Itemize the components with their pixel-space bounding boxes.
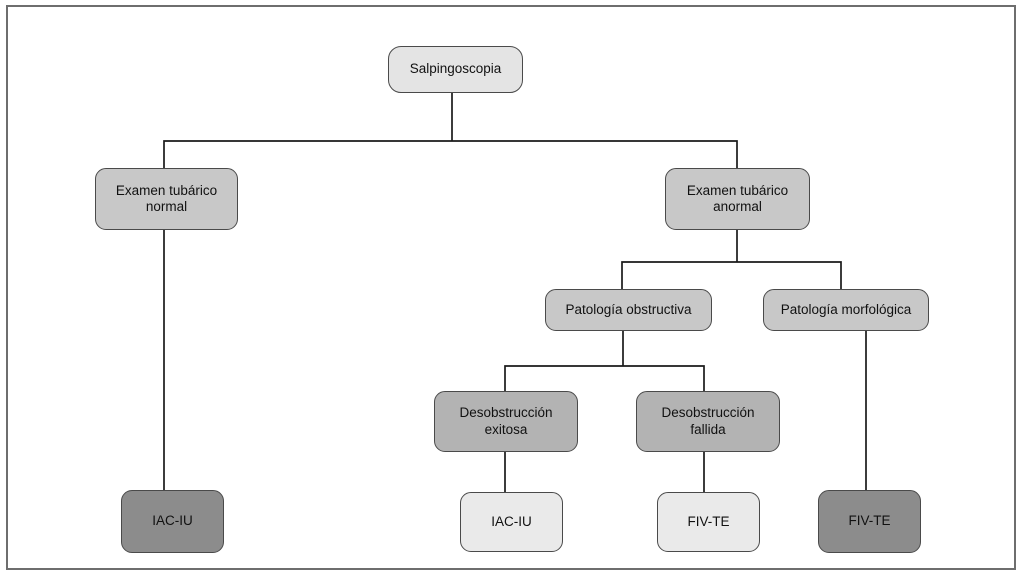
node-fiv-te-center-label: FIV-TE [687,513,730,529]
node-desobstruccion-exitosa: Desobstrucción exitosa [434,391,578,452]
node-desobstruccion-exitosa-label: Desobstrucción exitosa [459,405,553,437]
figure-frame [6,5,1016,570]
node-desobstruccion-fallida-label: Desobstrucción fallida [661,405,755,437]
node-examen-tubarico-normal: Examen tubárico normal [95,168,238,230]
node-iac-iu-left: IAC-IU [121,490,224,553]
node-iac-iu-center: IAC-IU [460,492,563,552]
node-fiv-te-right: FIV-TE [818,490,921,553]
node-iac-iu-left-label: IAC-IU [152,513,193,529]
node-patologia-morfologica: Patología morfológica [763,289,929,331]
node-desobstruccion-fallida: Desobstrucción fallida [636,391,780,452]
node-examen-tubarico-normal-label: Examen tubárico normal [115,182,218,214]
node-salpingoscopia-label: Salpingoscopia [409,61,502,77]
node-fiv-te-right-label: FIV-TE [848,513,891,529]
node-salpingoscopia: Salpingoscopia [388,46,523,93]
node-iac-iu-center-label: IAC-IU [491,513,532,529]
node-fiv-te-center: FIV-TE [657,492,760,552]
node-patologia-obstructiva: Patología obstructiva [545,289,712,331]
node-examen-tubarico-anormal: Examen tubárico anormal [665,168,810,230]
node-patologia-obstructiva-label: Patología obstructiva [565,301,692,317]
node-patologia-morfologica-label: Patología morfológica [780,301,912,317]
node-examen-tubarico-anormal-label: Examen tubárico anormal [686,182,789,214]
